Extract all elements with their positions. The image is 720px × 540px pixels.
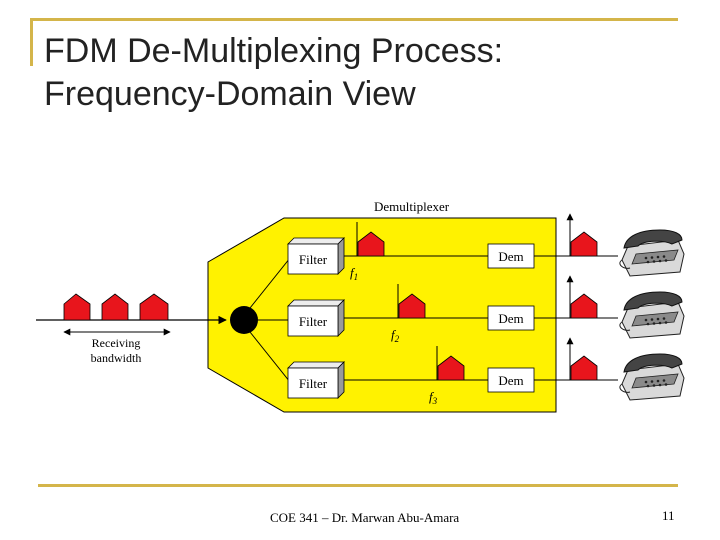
page-number: 11 [662,508,675,523]
filter-label-1: Filter [299,252,328,267]
output-signal-1 [570,231,598,257]
splitter-node [230,306,258,334]
filter-label-3: Filter [299,376,328,391]
output-signal-3 [570,355,598,381]
slide-title: FDM De-Multiplexing Process: Frequency-D… [44,30,503,116]
input-signal-3 [139,293,169,321]
bandwidth-label: bandwidth [91,351,142,365]
filter-box-1: Filter [287,237,345,275]
input-signal-1 [63,293,91,321]
input-signal-2 [101,293,129,321]
frame-left-line [30,18,33,66]
freq-signal-2 [398,293,426,319]
branch-line-1 [249,257,291,309]
filter-box-2: Filter [287,299,345,337]
freq-signal-1 [357,231,385,257]
footer-course-info: COE 341 – Dr. Marwan Abu-Amara [270,510,460,525]
dem-box-3 [487,367,535,393]
dem-label-3: Dem [498,373,523,388]
telephone-icon-1 [619,229,685,277]
input-signals [63,293,169,321]
freq-label-f3: f3 [429,389,438,406]
telephone-icon-2 [619,291,685,339]
freq-label-f2: f2 [391,327,400,344]
dem-label-2: Dem [498,311,523,326]
frame-bottom-line [38,484,678,487]
title-line-1: FDM De-Multiplexing Process: [44,32,504,70]
frame-top-line [30,18,678,21]
telephone-icon-3 [619,353,685,401]
dem-label-1: Dem [498,249,523,264]
branch-line-3 [249,331,291,383]
dem-box-1 [487,243,535,269]
freq-signal-3 [437,355,465,381]
filter-box-3: Filter [287,361,345,399]
freq-label-f1: f1 [350,265,358,282]
title-line-2: Frequency-Domain View [44,75,416,113]
output-signal-2 [570,293,598,319]
demultiplexer-label: Demultiplexer [374,199,450,214]
filter-label-2: Filter [299,314,328,329]
receiving-label: Receiving [92,336,141,350]
dem-box-2 [487,305,535,331]
